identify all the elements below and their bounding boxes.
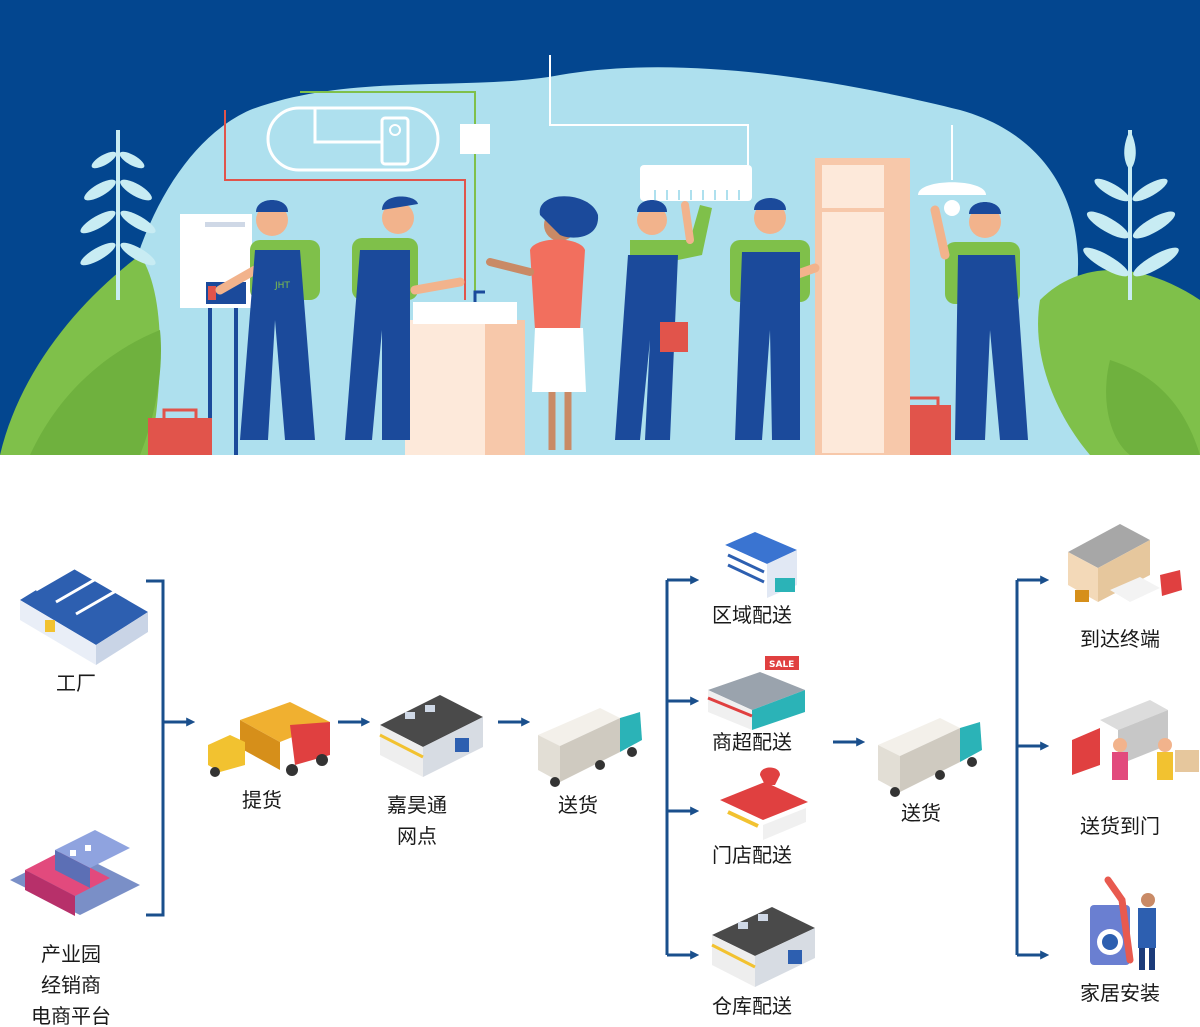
label-outlet-line-2: 网点 (397, 824, 437, 848)
worker-sink (345, 196, 465, 440)
pipes (224, 55, 953, 300)
delivery-truck-icon-1 (538, 708, 642, 787)
delivery-truck-icon-2 (878, 718, 982, 797)
home-install-icon (1090, 876, 1156, 970)
label-ship-1: 送货 (558, 793, 598, 817)
right-plant (1038, 130, 1200, 455)
logistics-center-icon (1068, 524, 1182, 602)
hero-illustration: JHT (0, 0, 1200, 455)
label-store: 门店配送 (712, 843, 792, 867)
air-conditioner (640, 165, 752, 201)
factory-icon (20, 558, 148, 665)
label-install: 家居安装 (1080, 981, 1160, 1005)
label-park-line-2: 经销商 (41, 973, 101, 997)
label-regional: 区域配送 (712, 603, 792, 627)
worker-ac (615, 200, 712, 440)
logistics-flow-diagram: SALE (10, 524, 1199, 987)
label-ship-2: 送货 (901, 801, 941, 825)
store-icon (720, 767, 808, 840)
label-warehouse: 仓库配送 (712, 994, 792, 1018)
label-park: 产业园 经销商 电商平台 (31, 939, 111, 1027)
door-delivery-icon (1072, 700, 1199, 780)
supermarket-icon: SALE (707, 656, 805, 730)
label-factory: 工厂 (56, 671, 96, 695)
wardrobe (815, 158, 910, 455)
label-pickup: 提货 (242, 788, 282, 812)
bracket-sources (146, 579, 165, 917)
warehouse-icon (711, 907, 815, 987)
worker-boiler: JHT (215, 200, 320, 440)
worker-lamp (930, 202, 1028, 440)
label-park-line-1: 产业园 (41, 942, 101, 966)
label-door: 送货到门 (1080, 814, 1160, 838)
label-park-line-3: 电商平台 (31, 1004, 111, 1027)
woman-customer (486, 196, 599, 450)
label-outlet: 嘉昊通 网点 (387, 790, 447, 852)
label-terminal: 到达终端 (1080, 627, 1160, 651)
forklift-truck-icon (208, 702, 330, 777)
water-heater-tank (266, 106, 490, 172)
boiler (180, 214, 252, 455)
left-plant (0, 130, 161, 455)
label-outlet-line-1: 嘉昊通 (387, 793, 447, 817)
label-supermarket: 商超配送 (712, 730, 792, 754)
office-building-icon (725, 532, 797, 598)
svg-text:SALE: SALE (769, 660, 794, 670)
worker-wardrobe (730, 198, 820, 440)
toolbox-left (148, 418, 212, 455)
warehouse-outlet-icon (379, 695, 483, 777)
ceiling-lamp (918, 182, 986, 216)
svg-text:JHT: JHT (274, 281, 290, 291)
sink-cabinet (405, 290, 525, 455)
industrial-park-icon (10, 830, 140, 916)
